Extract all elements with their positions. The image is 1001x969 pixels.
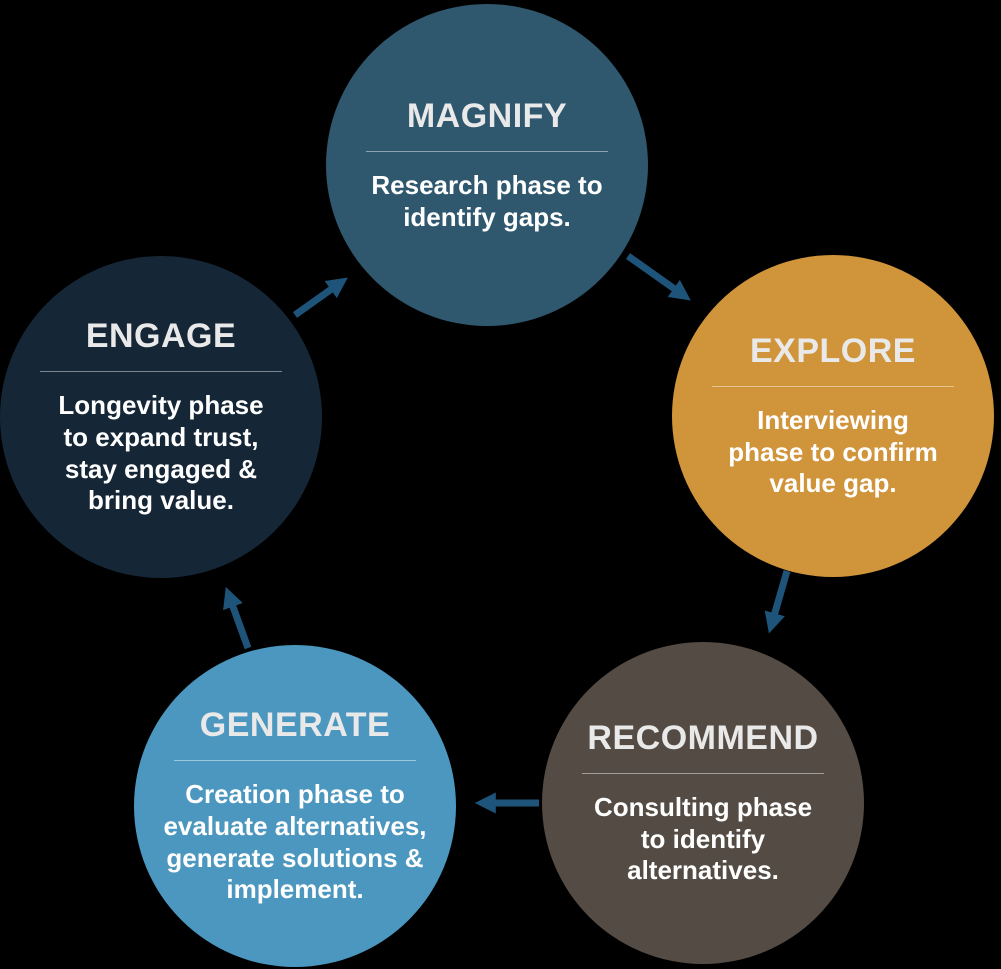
description-line: evaluate alternatives, [163, 810, 427, 841]
description-line: to expand trust, [63, 421, 259, 452]
description-line: implement. [226, 874, 364, 905]
stage-title-recommend: RECOMMEND [587, 718, 819, 757]
divider [174, 760, 416, 762]
stage-description-explore: Interviewing phase to confirm value gap. [728, 405, 937, 500]
description-line: identify gaps. [403, 201, 571, 232]
stage-description-generate: Creation phase to evaluate alternatives,… [163, 779, 426, 906]
stage-description-magnify: Research phase to identify gaps. [371, 170, 602, 233]
stage-title-magnify: MAGNIFY [406, 96, 568, 135]
description-line: generate solutions & [166, 842, 424, 873]
divider [40, 371, 282, 373]
description-line: alternatives. [627, 855, 779, 886]
description-line: to identify [640, 823, 766, 854]
description-line: Creation phase to [185, 779, 405, 810]
stage-description-engage: Longevity phase to expand trust, stay en… [58, 390, 263, 517]
description-line: Research phase to [371, 169, 603, 200]
stage-circle-generate: GENERATE Creation phase to evaluate alte… [134, 645, 456, 967]
stage-title-generate: GENERATE [199, 706, 391, 745]
arrow-magnify-to-explore-icon [625, 253, 691, 301]
description-line: stay engaged & [64, 453, 258, 484]
arrow-engage-to-magnify-icon [292, 277, 348, 318]
description-line: Consulting phase [593, 791, 813, 822]
description-line: Interviewing [757, 404, 909, 435]
divider [366, 150, 608, 152]
arrow-generate-to-engage-icon [223, 586, 252, 650]
stage-circle-recommend: RECOMMEND Consulting phase to identify a… [542, 642, 864, 964]
description-line: value gap. [769, 468, 897, 499]
stage-circle-engage: ENGAGE Longevity phase to expand trust, … [0, 256, 322, 578]
stage-description-recommend: Consulting phase to identify alternative… [594, 792, 812, 887]
divider [582, 772, 824, 774]
stage-circle-explore: EXPLORE Interviewing phase to confirm va… [672, 255, 994, 577]
description-line: bring value. [88, 485, 234, 516]
stage-circle-magnify: MAGNIFY Research phase to identify gaps. [326, 4, 648, 326]
description-line: Longevity phase [58, 390, 264, 421]
arrow-explore-to-recommend-icon [764, 570, 791, 634]
description-line: phase to confirm [728, 436, 938, 467]
stage-title-explore: EXPLORE [750, 331, 916, 370]
divider [712, 385, 954, 387]
stage-title-engage: ENGAGE [85, 317, 237, 356]
